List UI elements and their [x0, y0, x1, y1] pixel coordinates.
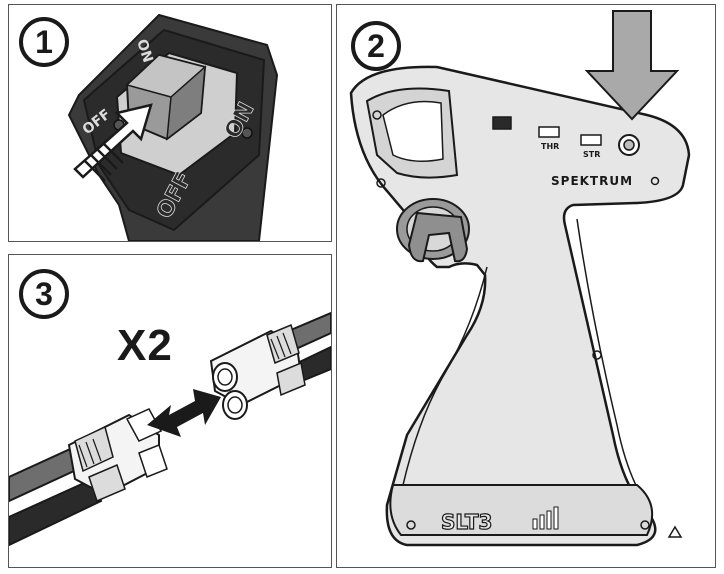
transmitter-illustration: THR STR SPEKTRUM SLT3	[349, 10, 691, 547]
switch-on-label-top: ON	[133, 37, 156, 64]
step-2-badge: 2	[351, 21, 401, 71]
thr-reverse-switch	[538, 126, 560, 138]
str-reverse-switch	[580, 134, 602, 146]
panel-step-3-connector: 3 X2	[8, 254, 332, 568]
switch-illustration: OFF ON OFF ON	[67, 13, 279, 241]
connector-illustration	[9, 311, 331, 547]
quantity-label: X2	[117, 321, 173, 370]
thr-label: THR	[541, 142, 559, 151]
brand-label: SPEKTRUM	[551, 174, 633, 188]
insert-arrow-icon	[73, 103, 153, 182]
signal-bars-icon	[532, 506, 559, 530]
connect-double-arrow-icon	[147, 389, 221, 437]
step-1-badge: 1	[19, 17, 69, 67]
press-down-arrow-icon	[584, 10, 680, 121]
model-label: SLT3	[441, 510, 492, 534]
panel-step-2-transmitter: THR STR SPEKTRUM SLT3 2	[336, 4, 716, 568]
str-label: STR	[583, 150, 600, 159]
panel-step-1-switch: OFF ON OFF ON 1	[8, 4, 332, 242]
step-3-badge: 3	[19, 269, 69, 319]
screw-hole	[241, 127, 253, 139]
bind-switch	[492, 116, 512, 130]
